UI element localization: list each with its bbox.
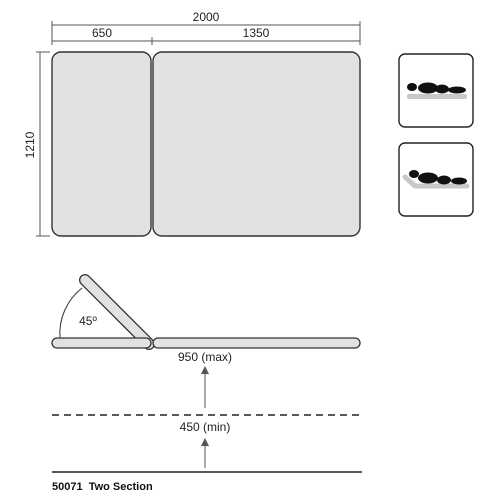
total-length-label: 2000 bbox=[193, 10, 220, 24]
min-height-label: 450 (min) bbox=[180, 420, 231, 434]
body-section-side-view bbox=[152, 337, 361, 349]
body-section-top-view bbox=[152, 51, 361, 237]
raised-backrest-side-view bbox=[79, 274, 155, 350]
body-section-length-label: 1350 bbox=[243, 26, 270, 40]
model-caption: 50071 Two Section bbox=[52, 481, 153, 493]
raised-head-position-icon bbox=[398, 142, 474, 217]
angle-label: 45º bbox=[79, 314, 97, 328]
width-dimension bbox=[36, 51, 50, 237]
flat-position-icon bbox=[398, 53, 474, 128]
angle-arc bbox=[59, 287, 83, 339]
width-label: 1210 bbox=[23, 131, 37, 158]
max-height-label: 950 (max) bbox=[178, 350, 232, 364]
head-section-side-view bbox=[51, 337, 152, 349]
head-section-top-view bbox=[51, 51, 152, 237]
length-dimension bbox=[51, 21, 361, 45]
max-height-arrowhead bbox=[201, 366, 209, 374]
head-section-length-label: 650 bbox=[92, 26, 112, 40]
min-height-arrowhead bbox=[201, 438, 209, 446]
